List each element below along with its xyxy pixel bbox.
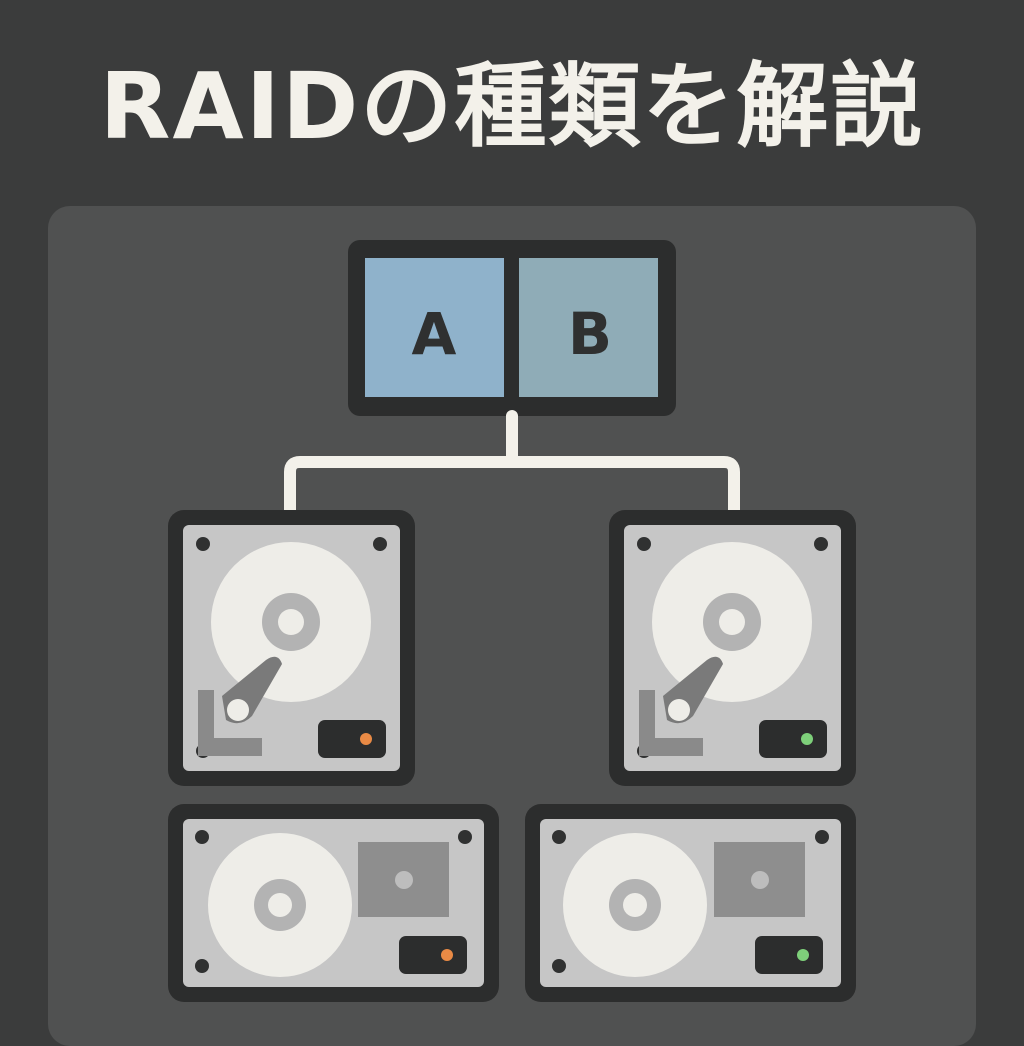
screw-icon (195, 959, 209, 973)
actuator-base-icon (639, 690, 703, 756)
screw-icon (373, 537, 387, 551)
status-led-icon (797, 949, 809, 961)
status-led-icon (441, 949, 453, 961)
data-block-b (519, 258, 658, 397)
spindle-hole (623, 893, 647, 917)
status-panel (399, 936, 467, 974)
status-panel (755, 936, 823, 974)
screw-icon (552, 830, 566, 844)
drive-1 (168, 510, 415, 786)
drive-2 (609, 510, 856, 786)
page-title: RAIDの種類を解説 (99, 53, 925, 160)
raid-illustration: RAIDの種類を解説 A B (48, 53, 976, 1046)
controller-chip-icon (395, 871, 413, 889)
drive-3 (168, 804, 499, 1002)
actuator-base-icon (198, 690, 262, 756)
screw-icon (815, 830, 829, 844)
screw-icon (552, 959, 566, 973)
status-panel (759, 720, 827, 758)
screw-icon (637, 537, 651, 551)
spindle-hole (719, 609, 745, 635)
connector-lines (284, 410, 740, 518)
screw-icon (195, 830, 209, 844)
screw-icon (458, 830, 472, 844)
data-block-a-label: A (412, 300, 457, 368)
spindle-hole (278, 609, 304, 635)
spindle-hole (268, 893, 292, 917)
data-block-a (365, 258, 504, 397)
screw-icon (196, 537, 210, 551)
data-block-group: A B (348, 240, 676, 416)
raid-diagram: A B (168, 240, 856, 1002)
data-block-b-label: B (568, 300, 612, 368)
status-panel (318, 720, 386, 758)
controller-chip-icon (751, 871, 769, 889)
pivot-icon (668, 699, 690, 721)
pivot-icon (227, 699, 249, 721)
status-led-icon (360, 733, 372, 745)
drive-4 (525, 804, 856, 1002)
status-led-icon (801, 733, 813, 745)
screw-icon (814, 537, 828, 551)
